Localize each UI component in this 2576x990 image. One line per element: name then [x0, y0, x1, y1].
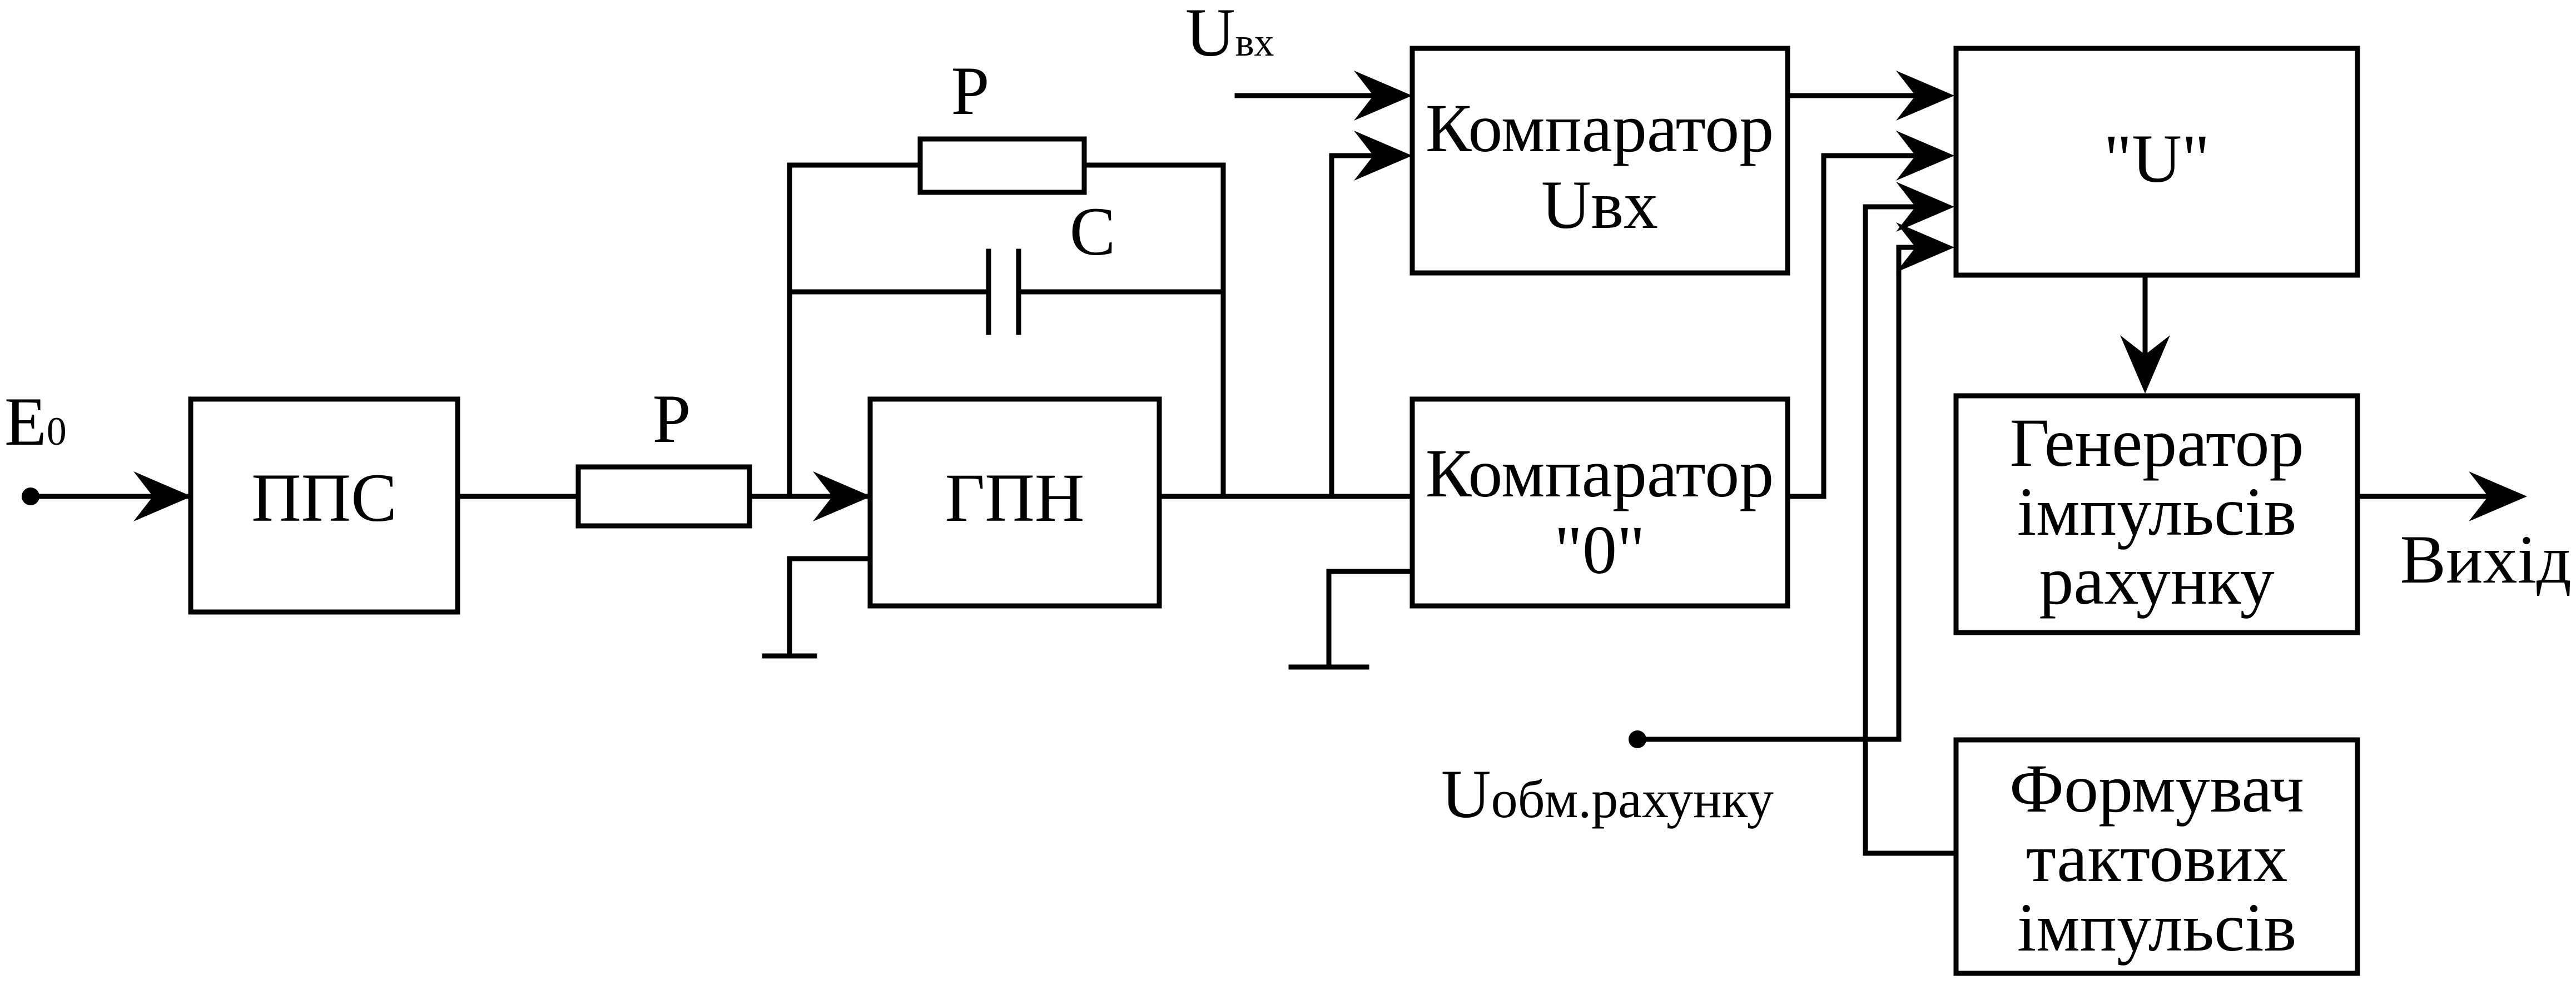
- comp-zero-line2: "0": [1554, 512, 1645, 588]
- wire-uobm-to-and: [1635, 245, 1929, 742]
- wire-to-comp-uvx: [1329, 153, 1393, 499]
- resistor-feedback: [917, 136, 1087, 195]
- comp-uvx-line1: Компаратор: [1426, 90, 1774, 166]
- comp-uvx-line2: Uвх: [1541, 167, 1658, 243]
- c-feedback-label: С: [1070, 193, 1116, 270]
- wire-comp0-to-and: [1785, 153, 1929, 499]
- block-pps: [188, 396, 460, 615]
- and-gate-label: "U": [2104, 121, 2210, 197]
- arrow-uobm-to-and: [1896, 222, 1954, 272]
- count-gen-line2: імпульсів: [2017, 474, 2296, 550]
- capacitor-feedback: [986, 248, 1021, 335]
- block-gpn: [867, 396, 1162, 609]
- arrow-clock-to-and: [1896, 182, 1954, 232]
- wires: [28, 93, 2491, 856]
- uvx-label: Uвх: [1185, 0, 1274, 71]
- arrow-r-to-gpn: [813, 471, 871, 521]
- gpn-label: ГПН: [945, 460, 1085, 536]
- wire-gpn-ground: [787, 556, 873, 659]
- r-feedback-label: Р: [951, 53, 990, 129]
- uobm-label: Uобм.рахунку: [1441, 756, 1774, 832]
- r-series-label: Р: [653, 381, 691, 457]
- pps-label: ППС: [251, 460, 397, 536]
- block-clock-former: [1953, 737, 2360, 976]
- e0-label: E0: [4, 384, 67, 460]
- arrow-and-to-gen: [2120, 335, 2170, 394]
- block-count-generator: [1953, 393, 2360, 635]
- block-and-gate: [1953, 46, 2360, 278]
- clock-former-line1: Формувач: [2009, 750, 2304, 827]
- arrow-compuvx-to-and: [1896, 71, 1954, 121]
- arrow-e0-to-pps: [133, 471, 192, 521]
- wire-clock-to-and: [1863, 204, 1959, 856]
- arrow-comp0-to-and: [1896, 131, 1954, 181]
- wire-comp0-ground: [1326, 569, 1415, 670]
- arrow-output: [2469, 471, 2527, 521]
- terminal-uobm: [1629, 730, 1646, 748]
- count-gen-line3: рахунку: [2039, 543, 2274, 619]
- comp-zero-line1: Компаратор: [1426, 435, 1774, 511]
- arrowheads: [133, 71, 2527, 521]
- clock-former-line3: імпульсів: [2017, 889, 2296, 966]
- arrow-uvx-in: [1354, 71, 1412, 121]
- clock-former-line2: тактових: [2026, 820, 2288, 896]
- terminal-e0: [22, 487, 39, 505]
- output-label: Вихід: [2400, 521, 2572, 598]
- arrow-gpn-to-compuvx: [1354, 131, 1412, 181]
- count-gen-line1: Генератор: [2009, 405, 2304, 481]
- block-comparator-zero: [1409, 396, 1790, 609]
- block-comparator-uvx: [1409, 46, 1790, 276]
- resistor-series: [575, 464, 752, 529]
